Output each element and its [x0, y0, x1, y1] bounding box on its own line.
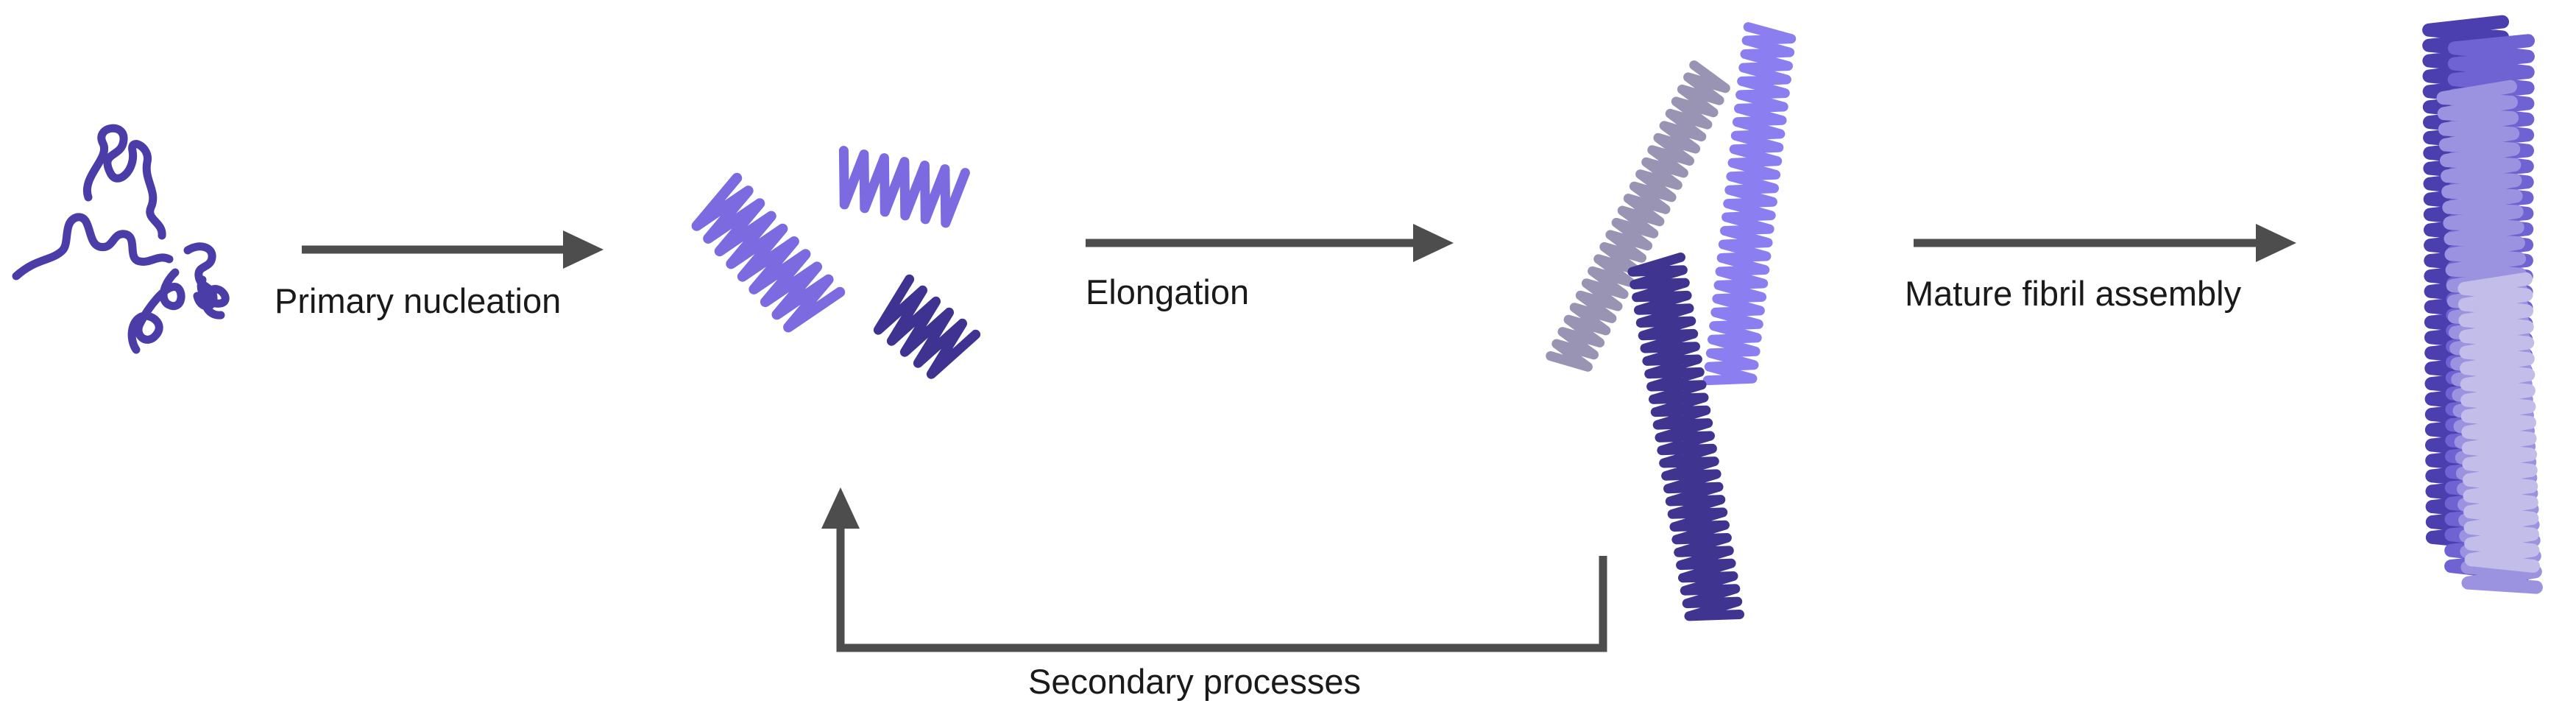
- secondary-processes-arrow: [821, 487, 1607, 652]
- mature-fibril-assembly-arrow: [1914, 224, 2296, 262]
- nucleus-light-small: [838, 146, 970, 228]
- fibrils-group: [1546, 22, 1797, 621]
- mature-fibril-assembly-label: Mature fibril assembly: [1905, 274, 2242, 313]
- nuclei-group: [691, 146, 981, 379]
- mature-fibril-group: [2422, 15, 2543, 594]
- secondary-processes-label: Secondary processes: [1028, 662, 1361, 701]
- monomer-coil: [127, 268, 185, 354]
- mature-strand-4: [2458, 272, 2540, 573]
- primary-nucleation-label: Primary nucleation: [275, 281, 561, 320]
- elongation-arrow: [1086, 224, 1454, 262]
- fibril-gray: [1546, 60, 1730, 372]
- shapes-layer: [12, 15, 2543, 621]
- fibril-light: [1702, 22, 1797, 386]
- monomer-group: [12, 124, 230, 354]
- fibril-dark: [1627, 253, 1744, 621]
- elongation-label: Elongation: [1086, 272, 1249, 311]
- nucleus-light-large: [691, 172, 846, 333]
- nucleus-dark: [873, 274, 981, 379]
- monomer-coil: [82, 124, 166, 240]
- monomer-coil: [197, 275, 230, 320]
- monomer-coil: [12, 213, 174, 281]
- primary-nucleation-arrow: [302, 230, 604, 269]
